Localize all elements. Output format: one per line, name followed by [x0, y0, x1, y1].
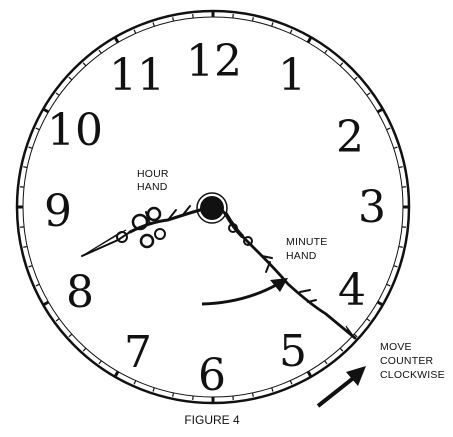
minute-tick [399, 247, 403, 248]
numeral-1: 1 [278, 50, 306, 101]
instruction-arrow [318, 366, 366, 406]
numeral-4: 4 [338, 265, 366, 316]
numeral-10: 10 [47, 105, 103, 156]
numeral-6: 6 [198, 350, 226, 401]
numeral-5: 5 [279, 326, 307, 377]
minute-tick [253, 17, 254, 21]
numeral-11: 11 [109, 50, 165, 101]
minute-tick [253, 393, 254, 397]
numeral-9: 9 [44, 186, 72, 237]
minute-tick [23, 247, 27, 248]
minute-tick [23, 167, 27, 168]
instruction-label: MOVE COUNTER CLOCKWISE [380, 341, 445, 381]
hour-hand-label-line2: HAND [137, 181, 168, 193]
numeral-12: 12 [186, 36, 242, 87]
instruction-label-line1: MOVE [380, 341, 412, 353]
numeral-7: 7 [124, 327, 152, 378]
hour-hand-label: HOUR HAND [137, 168, 169, 193]
instruction-label-line2: COUNTER [380, 355, 434, 367]
numeral-2: 2 [336, 112, 364, 163]
figure-caption: FIGURE 4 [184, 413, 240, 427]
numeral-8: 8 [66, 267, 94, 318]
hour-hand-label-line1: HOUR [137, 168, 169, 180]
numeral-3: 3 [358, 182, 386, 233]
minute-hand-label-line1: MINUTE [286, 236, 327, 248]
minute-tick [399, 167, 403, 168]
instruction-label-line3: CLOCKWISE [380, 369, 445, 381]
minute-tick [173, 17, 174, 21]
center-hub [200, 196, 224, 220]
minute-hand-label-line2: HAND [286, 250, 317, 262]
minute-tick [173, 393, 174, 397]
